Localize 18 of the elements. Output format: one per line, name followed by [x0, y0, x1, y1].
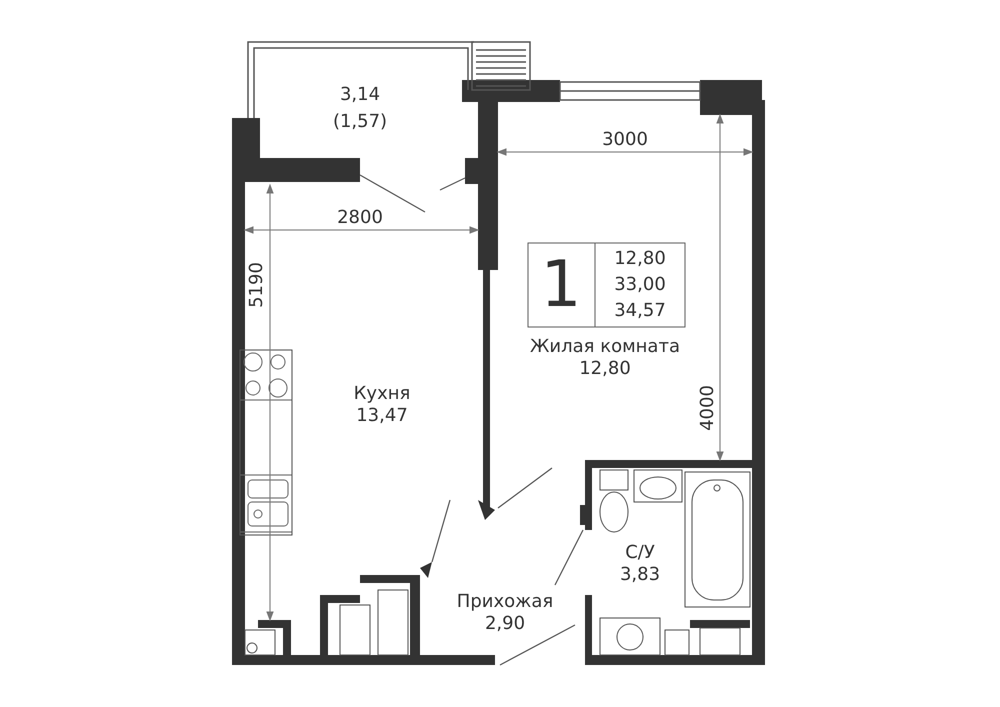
area-value: 2,90 [484, 614, 526, 634]
area-value: 12,80 [579, 359, 631, 379]
dimension-label: 5190 [247, 262, 267, 308]
area-value: 3,14 [340, 85, 380, 105]
area-value: 13,47 [356, 406, 408, 426]
room-name: Кухня [354, 384, 410, 404]
area-value: 3,83 [620, 565, 660, 585]
area-value: 33,00 [614, 275, 666, 295]
area-value: (1,57) [332, 112, 388, 132]
room-name: Прихожая [456, 592, 554, 612]
area-value: 34,57 [614, 301, 666, 321]
area-value: 12,80 [614, 249, 666, 269]
dimension-label: 2800 [337, 208, 383, 228]
apartment-room-count: 1 [540, 250, 582, 320]
dimension-label: 4000 [698, 385, 718, 431]
dimension-label: 3000 [602, 130, 648, 150]
room-name: Жилая комната [530, 337, 680, 357]
room-name: С/У [625, 543, 655, 563]
